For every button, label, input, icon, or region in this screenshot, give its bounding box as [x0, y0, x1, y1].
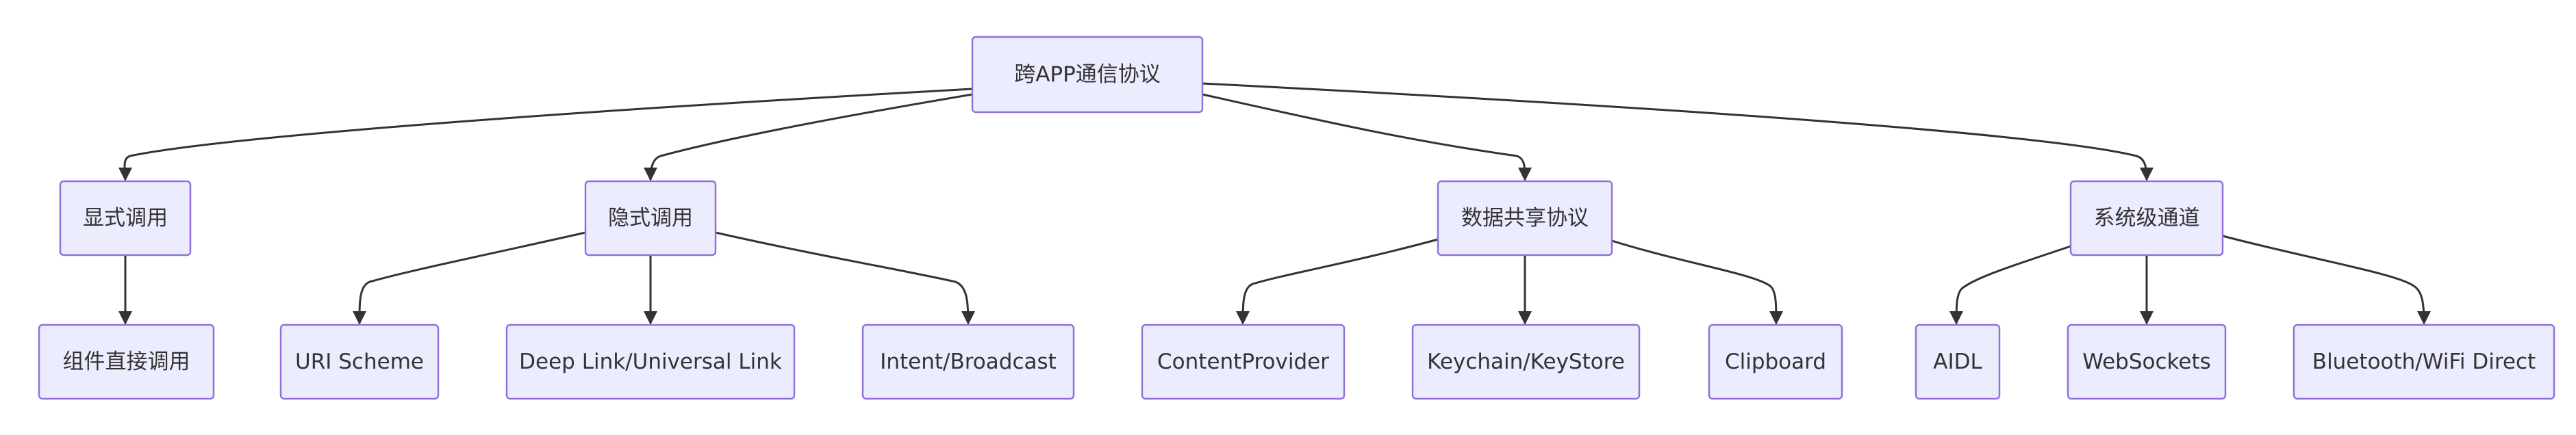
node-data-sharing: 数据共享协议	[1437, 180, 1613, 256]
node-keychain-keystore: Keychain/KeyStore	[1411, 324, 1641, 400]
node-clipboard-label: Clipboard	[1725, 350, 1826, 374]
edge-data_sharing-to-content_provider	[1236, 238, 1439, 325]
edges	[118, 82, 2431, 325]
node-system-channel-label: 系统级通道	[2094, 206, 2200, 230]
node-implicit-call: 隐式调用	[584, 180, 717, 256]
edge-data_sharing-to-clipboard	[1611, 239, 1783, 325]
edge-system_channel-to-bt_wifi	[2222, 235, 2431, 325]
node-deep-link-label: Deep Link/Universal Link	[519, 350, 782, 374]
node-root: 跨APP通信协议	[971, 36, 1204, 114]
node-explicit-call: 显式调用	[59, 180, 192, 256]
node-system-channel: 系统级通道	[2069, 180, 2224, 256]
node-data-sharing-label: 数据共享协议	[1461, 206, 1589, 230]
node-content-provider-label: ContentProvider	[1157, 350, 1329, 374]
node-aidl: AIDL	[1915, 324, 2001, 400]
edge-system_channel-to-aidl	[1949, 245, 2071, 325]
node-bluetooth-wifi-direct: Bluetooth/WiFi Direct	[2293, 324, 2555, 400]
node-component-direct-label: 组件直接调用	[63, 350, 190, 374]
node-websockets: WebSockets	[2067, 324, 2227, 400]
edge-root-to-implicit	[644, 93, 973, 181]
edge-implicit-to-intent_broadcast	[715, 231, 975, 325]
node-aidl-label: AIDL	[1933, 350, 1982, 374]
node-component-direct: 组件直接调用	[38, 324, 215, 400]
node-intent-broadcast-label: Intent/Broadcast	[880, 350, 1057, 374]
node-websockets-label: WebSockets	[2082, 350, 2211, 374]
node-clipboard: Clipboard	[1708, 324, 1843, 400]
edge-implicit-to-uri_scheme	[353, 231, 586, 325]
node-uri-scheme-label: URI Scheme	[295, 350, 424, 374]
nodes: 跨APP通信协议 显式调用 隐式调用 数据共享协议 系统级通道 组件直接调用 U…	[38, 36, 2555, 400]
node-content-provider: ContentProvider	[1141, 324, 1346, 400]
node-bluetooth-wifi-direct-label: Bluetooth/WiFi Direct	[2312, 350, 2536, 374]
node-root-label: 跨APP通信协议	[1014, 62, 1161, 87]
edge-root-to-data_sharing	[1202, 93, 1532, 181]
node-explicit-call-label: 显式调用	[83, 206, 168, 230]
node-implicit-call-label: 隐式调用	[608, 206, 693, 230]
node-uri-scheme: URI Scheme	[279, 324, 440, 400]
node-intent-broadcast: Intent/Broadcast	[861, 324, 1075, 400]
node-deep-link: Deep Link/Universal Link	[505, 324, 796, 400]
edge-root-to-explicit	[118, 88, 973, 181]
node-keychain-keystore-label: Keychain/KeyStore	[1427, 350, 1625, 374]
edge-root-to-system_channel	[1202, 82, 2154, 181]
